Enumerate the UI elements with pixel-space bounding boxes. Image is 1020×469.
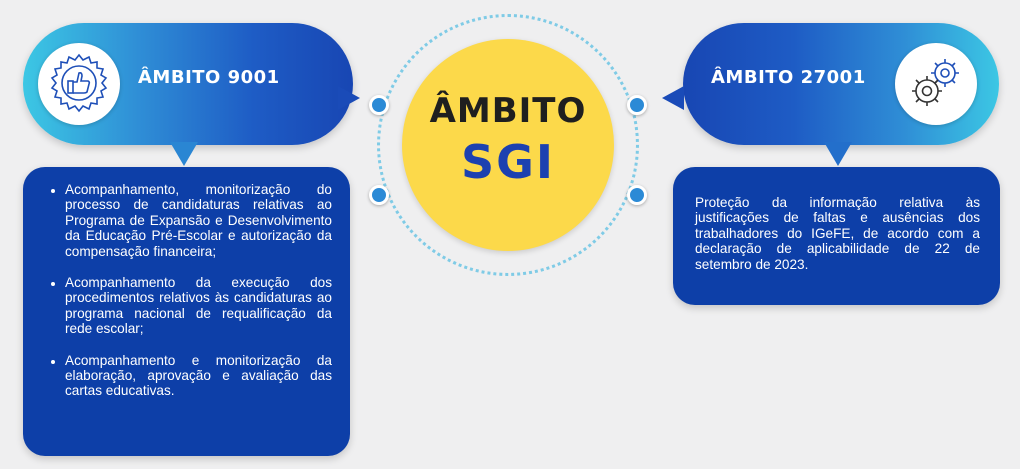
- ring-dot-bottom-right: [627, 185, 647, 205]
- ring-dot-top-right: [627, 95, 647, 115]
- list-item: Acompanhamento e monitorização da elabor…: [65, 353, 332, 399]
- ambito-27001-text: Proteção da informação relativa às justi…: [695, 195, 980, 272]
- list-item: Acompanhamento da execução dos procedime…: [65, 275, 332, 337]
- ambito-9001-content: Acompanhamento, monitorização do process…: [23, 167, 350, 456]
- ambito-9001-list: Acompanhamento, monitorização do process…: [23, 167, 350, 399]
- center-subtitle: SGI: [460, 135, 555, 189]
- ambito-9001-title: ÂMBITO 9001: [138, 67, 280, 88]
- left-pill-down-pointer: [170, 142, 198, 166]
- ambito-27001-title: ÂMBITO 27001: [711, 67, 866, 88]
- gears-icon: [895, 43, 977, 125]
- list-item: Acompanhamento, monitorização do process…: [65, 182, 332, 259]
- ambito-sgi-circle: ÂMBITO SGI: [402, 39, 614, 251]
- left-pill-pointer: [338, 86, 360, 110]
- ring-dot-top-left: [369, 95, 389, 115]
- right-pill-pointer: [662, 86, 684, 110]
- right-pill-down-pointer: [824, 142, 852, 166]
- thumbs-up-badge-icon: [38, 43, 120, 125]
- center-title: ÂMBITO: [429, 91, 587, 131]
- dotted-ring: [377, 14, 639, 276]
- ambito-27001-content: Proteção da informação relativa às justi…: [673, 167, 1000, 305]
- ambito-27001-header: ÂMBITO 27001: [683, 23, 999, 145]
- ambito-9001-header: ÂMBITO 9001: [23, 23, 353, 145]
- ring-dot-bottom-left: [369, 185, 389, 205]
